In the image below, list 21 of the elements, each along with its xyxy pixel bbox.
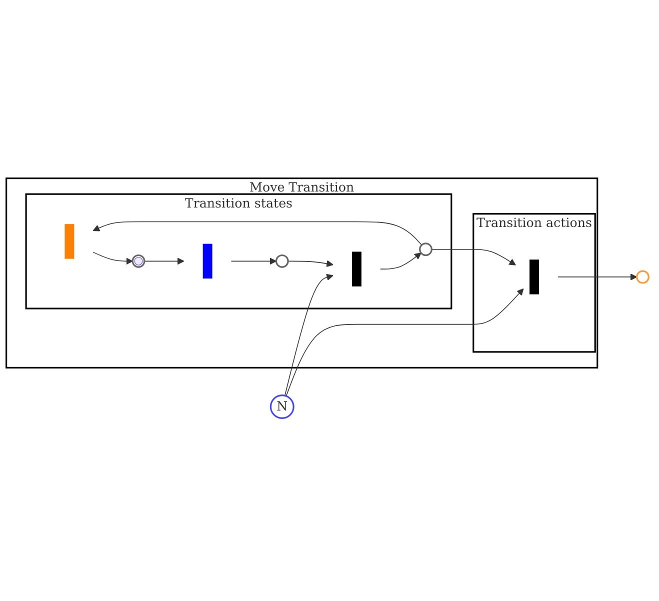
arrow <box>380 252 422 270</box>
arrow <box>92 222 422 246</box>
arrow <box>92 252 133 265</box>
cluster: Transition actions <box>472 213 596 353</box>
node-circle <box>132 254 146 268</box>
arrow <box>144 258 184 265</box>
arrow <box>431 249 516 266</box>
arrow <box>284 274 334 396</box>
node-circle: N <box>270 394 294 420</box>
node-circle <box>275 254 289 268</box>
node-circle <box>419 242 432 256</box>
node-bar <box>352 252 362 287</box>
cluster: Transition states <box>25 194 452 310</box>
arrow <box>558 274 638 281</box>
arrow <box>286 288 524 397</box>
node-bar <box>202 244 212 279</box>
node-bar <box>64 224 74 260</box>
arrow <box>288 260 334 268</box>
arrow <box>230 258 277 265</box>
node-bar <box>530 260 539 295</box>
node-circle <box>636 270 650 284</box>
